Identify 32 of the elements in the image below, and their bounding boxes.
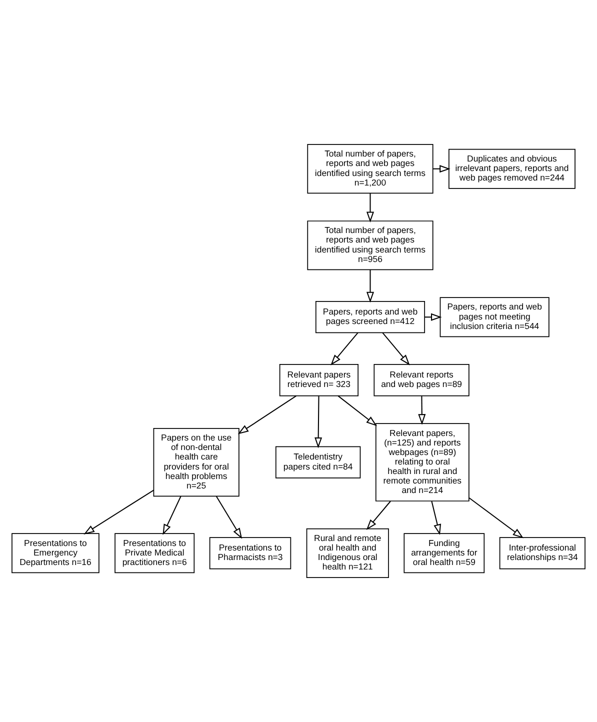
node-box: Papers on the use of non-dental health care providers for oral health problems n=25 <box>153 428 240 497</box>
node-box: Presentations to Pharmacists n=3 <box>209 537 292 570</box>
node-box: Relevant papers retrieved n= 323 <box>279 364 358 396</box>
node-box: Relevant papers, (n=125) and reports webpages (n=89) relating to oral health in rural and remote communities and n=214 <box>375 423 470 502</box>
node-box: Presentations to Private Medical practitioners n=6 <box>114 533 195 574</box>
arrow <box>84 490 154 534</box>
node-box: Teledentistry papers cited n=84 <box>275 446 361 478</box>
arrow <box>162 496 182 536</box>
arrow <box>418 396 426 425</box>
node-box: Relevant reports and web pages n=89 <box>374 364 470 396</box>
arrow <box>366 270 374 303</box>
arrow <box>330 332 358 366</box>
arrow <box>338 396 378 426</box>
node-box: Duplicates and obvious irrelevant papers, reports and web pages removed n=244 <box>448 148 576 189</box>
arrow <box>424 313 442 321</box>
arrow <box>314 396 322 448</box>
node-box: Funding arrangements for oral health n=59 <box>404 533 485 574</box>
node-box: Total number of papers, reports and web pages identified using search terms n=1,200 <box>307 144 434 194</box>
node-box: Papers, reports and web pages screened n=412 <box>315 301 426 334</box>
arrow <box>216 496 242 539</box>
arrow <box>366 193 374 223</box>
node-box: Inter-professional relationships n=34 <box>499 537 586 570</box>
arrow <box>238 396 296 434</box>
arrow <box>433 165 450 173</box>
arrow <box>468 497 524 538</box>
node-box: Papers, reports and web pages not meeting inclusion criteria n=544 <box>440 297 550 338</box>
arrow <box>366 500 391 530</box>
node-box: Total number of papers, reports and web pages identified using search terms n=956 <box>307 220 434 270</box>
node-box: Rural and remote oral health and Indigenous oral health n=121 <box>306 528 389 578</box>
node-box: Presentations to Emergency Departments n=16 <box>12 533 100 574</box>
arrow <box>382 332 410 366</box>
arrow <box>431 501 442 536</box>
